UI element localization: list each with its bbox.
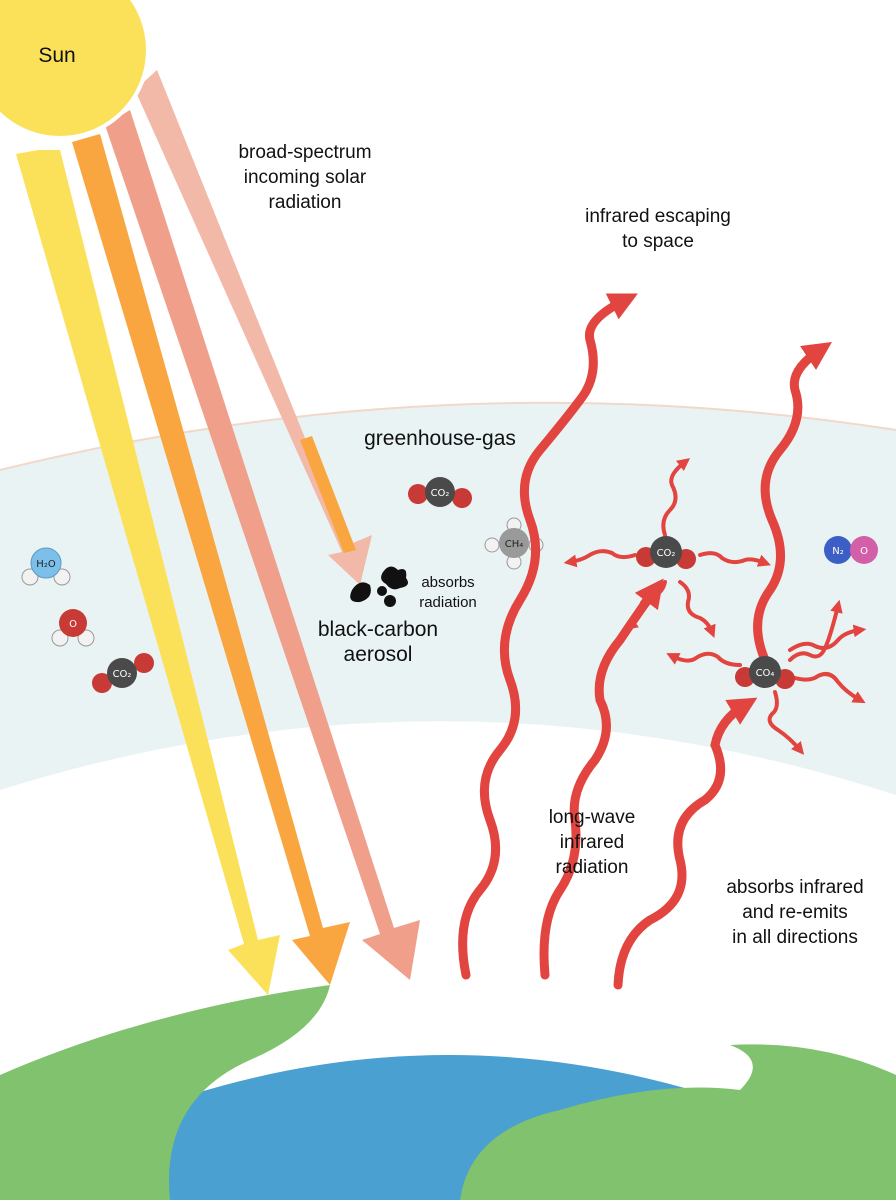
svg-text:in all directions: in all directions [732,927,858,948]
re-emission-arrows-b [666,599,867,755]
infrared-absorbed-arrow-2 [613,697,758,990]
svg-text:CH₄: CH₄ [505,539,524,550]
svg-text:long-wave: long-wave [549,807,636,828]
atmosphere-layer [0,402,896,795]
svg-text:broad-spectrum: broad-spectrum [238,142,371,163]
molecule-co4-emitter-b: CO₄ [735,656,795,689]
svg-text:CO₂: CO₂ [113,669,132,680]
molecule-co2-left: CO₂ [92,653,154,693]
label-greenhouse-gas: greenhouse-gas [364,427,516,450]
label-incoming-solar: broad-spectrum incoming solar radiation [238,142,371,213]
pale-ray-inner [300,436,356,553]
svg-text:H₂O: H₂O [36,559,56,570]
molecule-n2o: N₂ O [824,536,878,564]
infrared-absorbed-arrow [539,578,664,980]
svg-text:CO₂: CO₂ [431,488,450,499]
svg-text:radiation: radiation [419,594,477,611]
infrared-escape-arrow-1 [458,293,638,980]
svg-text:CO₂: CO₂ [657,548,676,559]
earth-land-left [0,985,330,1200]
svg-text:radiation: radiation [269,192,342,213]
molecule-ch4: CH₄ [484,517,544,570]
label-black-carbon-aerosol: black-carbon aerosol [318,618,438,666]
incoming-solar-rays [16,70,420,995]
svg-text:N₂: N₂ [832,546,844,557]
label-long-wave-infrared: long-wave infrared radiation [549,807,636,878]
sun-label: Sun [38,44,75,67]
earth-land-lower [590,1144,896,1200]
black-carbon-aerosol [350,566,408,607]
svg-text:to space: to space [622,231,694,252]
svg-text:infrared escaping: infrared escaping [585,206,731,227]
molecule-co2-emitter-a: CO₂ [636,536,696,569]
label-absorbs-radiation: absorbs radiation [419,574,477,611]
infrared-escape-arrow-2 [753,342,832,665]
svg-text:incoming solar: incoming solar [244,167,367,188]
svg-text:radiation: radiation [556,857,629,878]
pale-ray [135,70,372,585]
salmon-ray [105,110,420,980]
svg-text:absorbs infrared: absorbs infrared [726,877,863,898]
molecule-h2o: H₂O [21,547,71,586]
label-absorbs-reemits: absorbs infrared and re-emits in all dir… [726,877,863,948]
svg-text:aerosol: aerosol [344,643,413,666]
infrared-arrows [458,293,832,990]
svg-text:O: O [860,546,868,557]
yellow-ray [16,150,280,995]
label-infrared-escaping: infrared escaping to space [585,206,731,252]
svg-text:CO₄: CO₄ [756,668,775,679]
sun: Sun [0,0,150,140]
svg-text:and re-emits: and re-emits [742,902,848,923]
svg-text:O: O [69,619,77,630]
molecule-co2-mid: CO₂ [408,477,472,508]
re-emission-arrows-a [563,458,771,638]
svg-text:black-carbon: black-carbon [318,618,438,641]
svg-text:absorbs: absorbs [421,574,474,591]
orange-ray [72,134,350,985]
molecule-o: O [51,609,95,647]
svg-text:infrared: infrared [560,832,624,853]
